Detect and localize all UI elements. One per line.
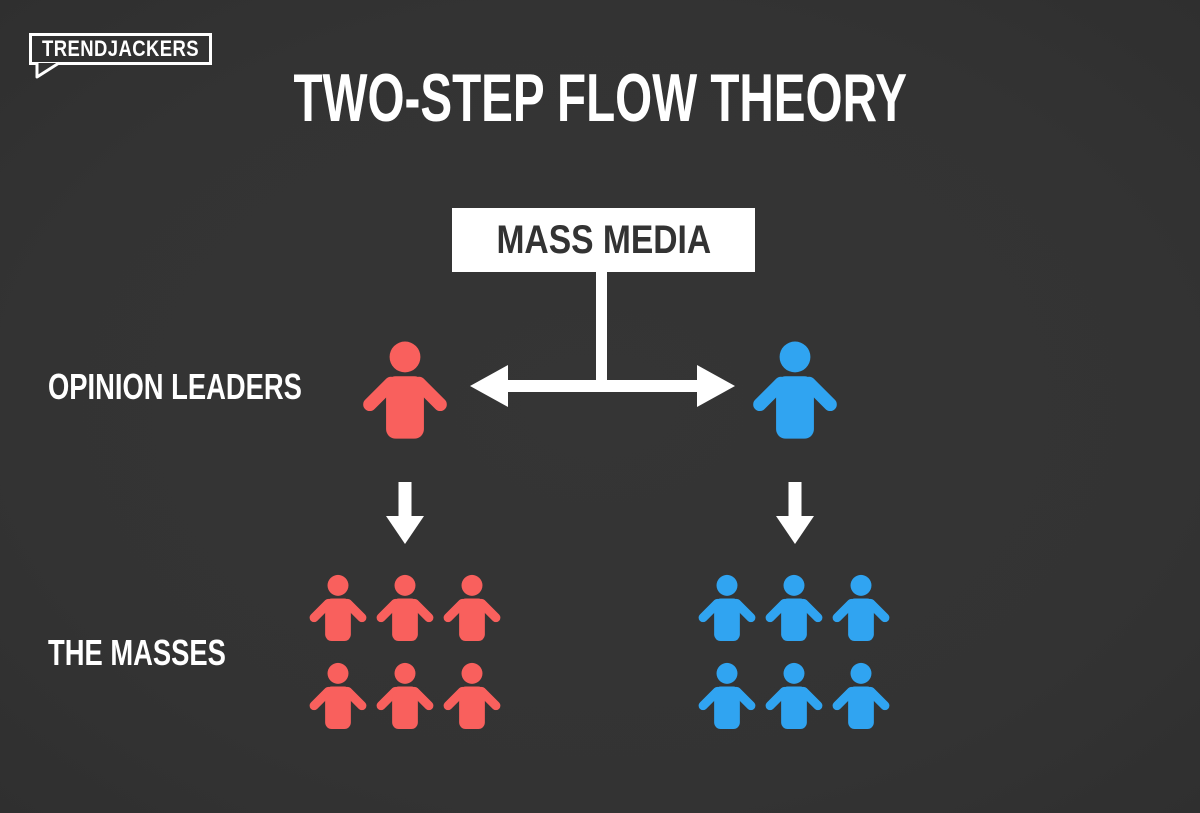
mass-person-icon [831,662,891,729]
mass-media-label: MASS MEDIA [496,218,711,262]
mass-person-icon [697,574,757,641]
masses-group-left [308,574,502,729]
mass-media-box: MASS MEDIA [452,208,755,272]
mass-person-icon [442,574,502,641]
the-masses-label: THE MASSES [48,632,226,673]
down-arrow-icon [776,482,814,544]
mass-person-icon [375,662,435,729]
masses-group-right [697,574,891,729]
mass-person-icon [831,574,891,641]
mass-person-icon [697,662,757,729]
mass-person-icon [764,574,824,641]
split-arrow-icon [470,272,735,407]
speech-bubble-frame-icon [29,33,212,79]
opinion-leaders-label: OPINION LEADERS [48,366,302,407]
opinion-leader-blue-person-icon [751,340,839,439]
mass-person-icon [308,662,368,729]
mass-person-icon [442,662,502,729]
mass-person-icon [375,574,435,641]
logo-text: TRENDJACKERS [41,36,200,61]
opinion-leader-red-person-icon [361,340,449,439]
mass-person-icon [764,662,824,729]
trendjackers-logo: TRENDJACKERS [29,33,215,79]
down-arrow-icon [386,482,424,544]
mass-person-icon [308,574,368,641]
page-title: TWO-STEP FLOW THEORY [293,60,907,136]
